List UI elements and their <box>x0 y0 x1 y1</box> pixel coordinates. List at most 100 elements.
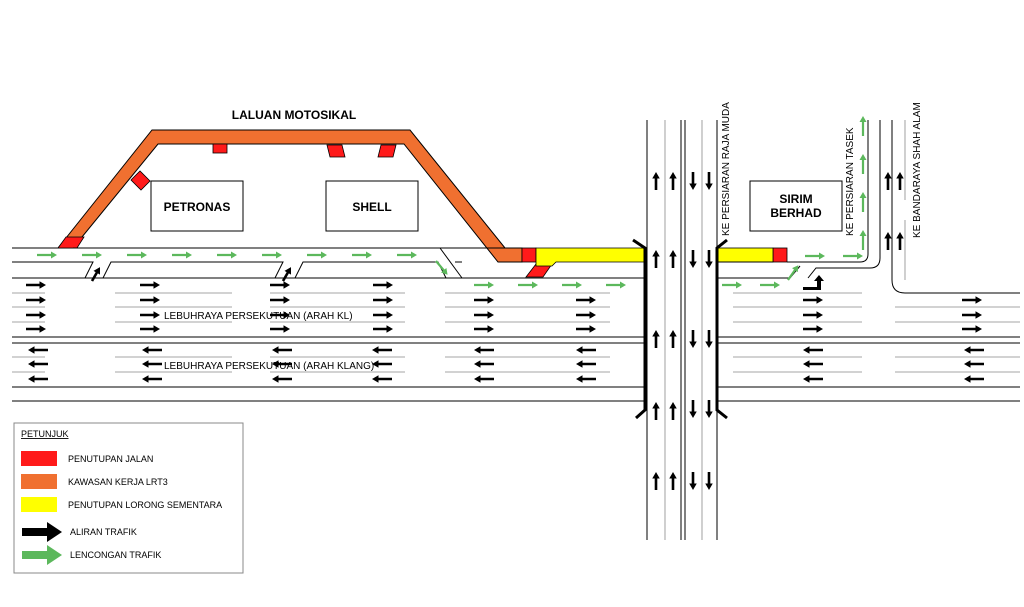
traffic-arrow-icon <box>474 360 494 368</box>
svg-text:ALIRAN TRAFIK: ALIRAN TRAFIK <box>70 527 137 537</box>
legend-item-lrt3-work-zone: KAWASAN KERJA LRT3 <box>21 474 168 489</box>
traffic-arrow-icon <box>372 375 392 383</box>
diversion-arrow-icon <box>518 281 538 289</box>
legend-item-traffic-flow: ALIRAN TRAFIK <box>22 522 137 542</box>
diversion-arrow-icon <box>217 251 237 259</box>
building-petronas: PETRONAS <box>150 180 244 232</box>
diversion-arrow-icon <box>722 281 742 289</box>
traffic-arrow-icon <box>270 281 290 289</box>
traffic-arrow-icon <box>803 325 823 333</box>
traffic-arrow-icon <box>652 472 660 490</box>
traffic-arrow-icon <box>576 360 596 368</box>
diversion-arrow-icon <box>435 260 448 275</box>
traffic-arrow-icon <box>964 360 984 368</box>
legend-title: PETUNJUK <box>21 429 69 439</box>
traffic-arrow-icon <box>373 325 393 333</box>
cross-road <box>632 120 728 540</box>
traffic-arrow-icon <box>372 346 392 354</box>
traffic-arrow-icon <box>803 296 823 304</box>
traffic-arrow-icon <box>28 346 48 354</box>
traffic-arrow-icon <box>576 311 596 319</box>
tasek-label: KE PERSIARAN TASEK <box>845 127 856 236</box>
traffic-arrow-icon <box>140 325 160 333</box>
highway-kl-label: LEBUHRAYA PERSEKUTUAN (ARAH KL) <box>164 311 353 322</box>
legend-item-road-closure: PENUTUPAN JALAN <box>21 451 153 466</box>
traffic-arrow-icon <box>372 360 392 368</box>
shah-alam-label: KE BANDARAYA SHAH ALAM <box>912 102 923 238</box>
traffic-arrow-icon <box>373 311 393 319</box>
traffic-arrow-icon <box>896 172 904 190</box>
diversion-arrow-icon <box>262 251 282 259</box>
diversion-arrow-icon <box>307 251 327 259</box>
diversion-arrow-icon <box>760 281 780 289</box>
turn-arrow-icon <box>803 275 824 290</box>
traffic-arrow-icon <box>270 311 290 319</box>
traffic-arrow-icon <box>140 311 160 319</box>
traffic-arrow-icon <box>576 296 596 304</box>
diversion-arrow-icon <box>352 251 372 259</box>
traffic-arrow-icon <box>705 250 713 268</box>
traffic-arrow-icon <box>705 400 713 418</box>
traffic-arrow-icon <box>652 250 660 268</box>
lrt3-work-zone <box>56 129 523 263</box>
diversion-arrow-icon <box>843 252 863 260</box>
traffic-arrow-icon <box>652 330 660 348</box>
svg-text:KAWASAN KERJA LRT3: KAWASAN KERJA LRT3 <box>68 477 168 487</box>
traffic-arrow-icon <box>26 296 46 304</box>
traffic-arrow-icon <box>669 330 677 348</box>
diversion-arrow-icon <box>787 265 799 281</box>
traffic-arrow-icon <box>576 346 596 354</box>
traffic-arrow-icon <box>803 375 823 383</box>
diversion-arrow-icon <box>474 281 494 289</box>
traffic-arrow-icon <box>689 250 697 268</box>
svg-text:BERHAD: BERHAD <box>770 206 822 220</box>
diversion-arrow-icon <box>859 230 867 250</box>
traffic-arrow-icon <box>270 296 290 304</box>
traffic-arrow-icon <box>705 472 713 490</box>
road-closures <box>57 143 788 278</box>
diversion-arrow-icon <box>127 251 147 259</box>
traffic-arrow-icon <box>140 281 160 289</box>
traffic-arrow-icon <box>474 375 494 383</box>
diversion-arrow-icon <box>805 252 825 260</box>
traffic-arrow-icon <box>669 172 677 190</box>
traffic-arrow-icon <box>962 325 982 333</box>
traffic-arrow-icon <box>964 346 984 354</box>
motorcycle-route-title: LALUAN MOTOSIKAL <box>232 108 356 122</box>
traffic-arrow-icon <box>962 296 982 304</box>
diversion-arrow-icon <box>37 251 57 259</box>
traffic-arrow-icon <box>272 346 292 354</box>
legend-item-traffic-diversion: LENCONGAN TRAFIK <box>22 545 161 565</box>
traffic-arrow-icon <box>669 250 677 268</box>
traffic-arrow-icon <box>26 325 46 333</box>
raja-muda-label: KE PERSIARAN RAJA MUDA <box>721 102 732 236</box>
traffic-arrow-icon <box>90 267 100 282</box>
traffic-arrow-icon <box>474 346 494 354</box>
traffic-arrow-icon <box>964 375 984 383</box>
traffic-arrow-icon <box>689 330 697 348</box>
traffic-arrow-icon <box>669 402 677 420</box>
traffic-arrow-icon <box>652 172 660 190</box>
traffic-arrow-icon <box>689 172 697 190</box>
diversion-arrow-icon <box>562 281 582 289</box>
traffic-arrow-icon <box>373 296 393 304</box>
traffic-arrow-icon <box>142 375 162 383</box>
svg-text:PETRONAS: PETRONAS <box>164 200 231 214</box>
traffic-arrow-icon <box>962 311 982 319</box>
diversion-arrow-icon <box>859 154 867 174</box>
traffic-arrow-icon <box>272 360 292 368</box>
traffic-arrow-icon <box>896 232 904 250</box>
traffic-arrow-icon <box>26 281 46 289</box>
traffic-arrow-icon <box>884 172 892 190</box>
temporary-lane-closures <box>535 247 774 267</box>
traffic-arrow-icon <box>689 472 697 490</box>
svg-text:SIRIM: SIRIM <box>779 192 812 206</box>
traffic-arrow-icon <box>705 330 713 348</box>
traffic-arrow-icon <box>474 296 494 304</box>
highway-klang-label: LEBUHRAYA PERSEKUTUAN (ARAH KLANG) <box>164 361 374 372</box>
traffic-arrow-icon <box>576 375 596 383</box>
svg-text:PENUTUPAN JALAN: PENUTUPAN JALAN <box>68 454 153 464</box>
traffic-arrow-icon <box>26 311 46 319</box>
green-arrow-icon <box>22 545 62 565</box>
traffic-arrow-icon <box>803 311 823 319</box>
